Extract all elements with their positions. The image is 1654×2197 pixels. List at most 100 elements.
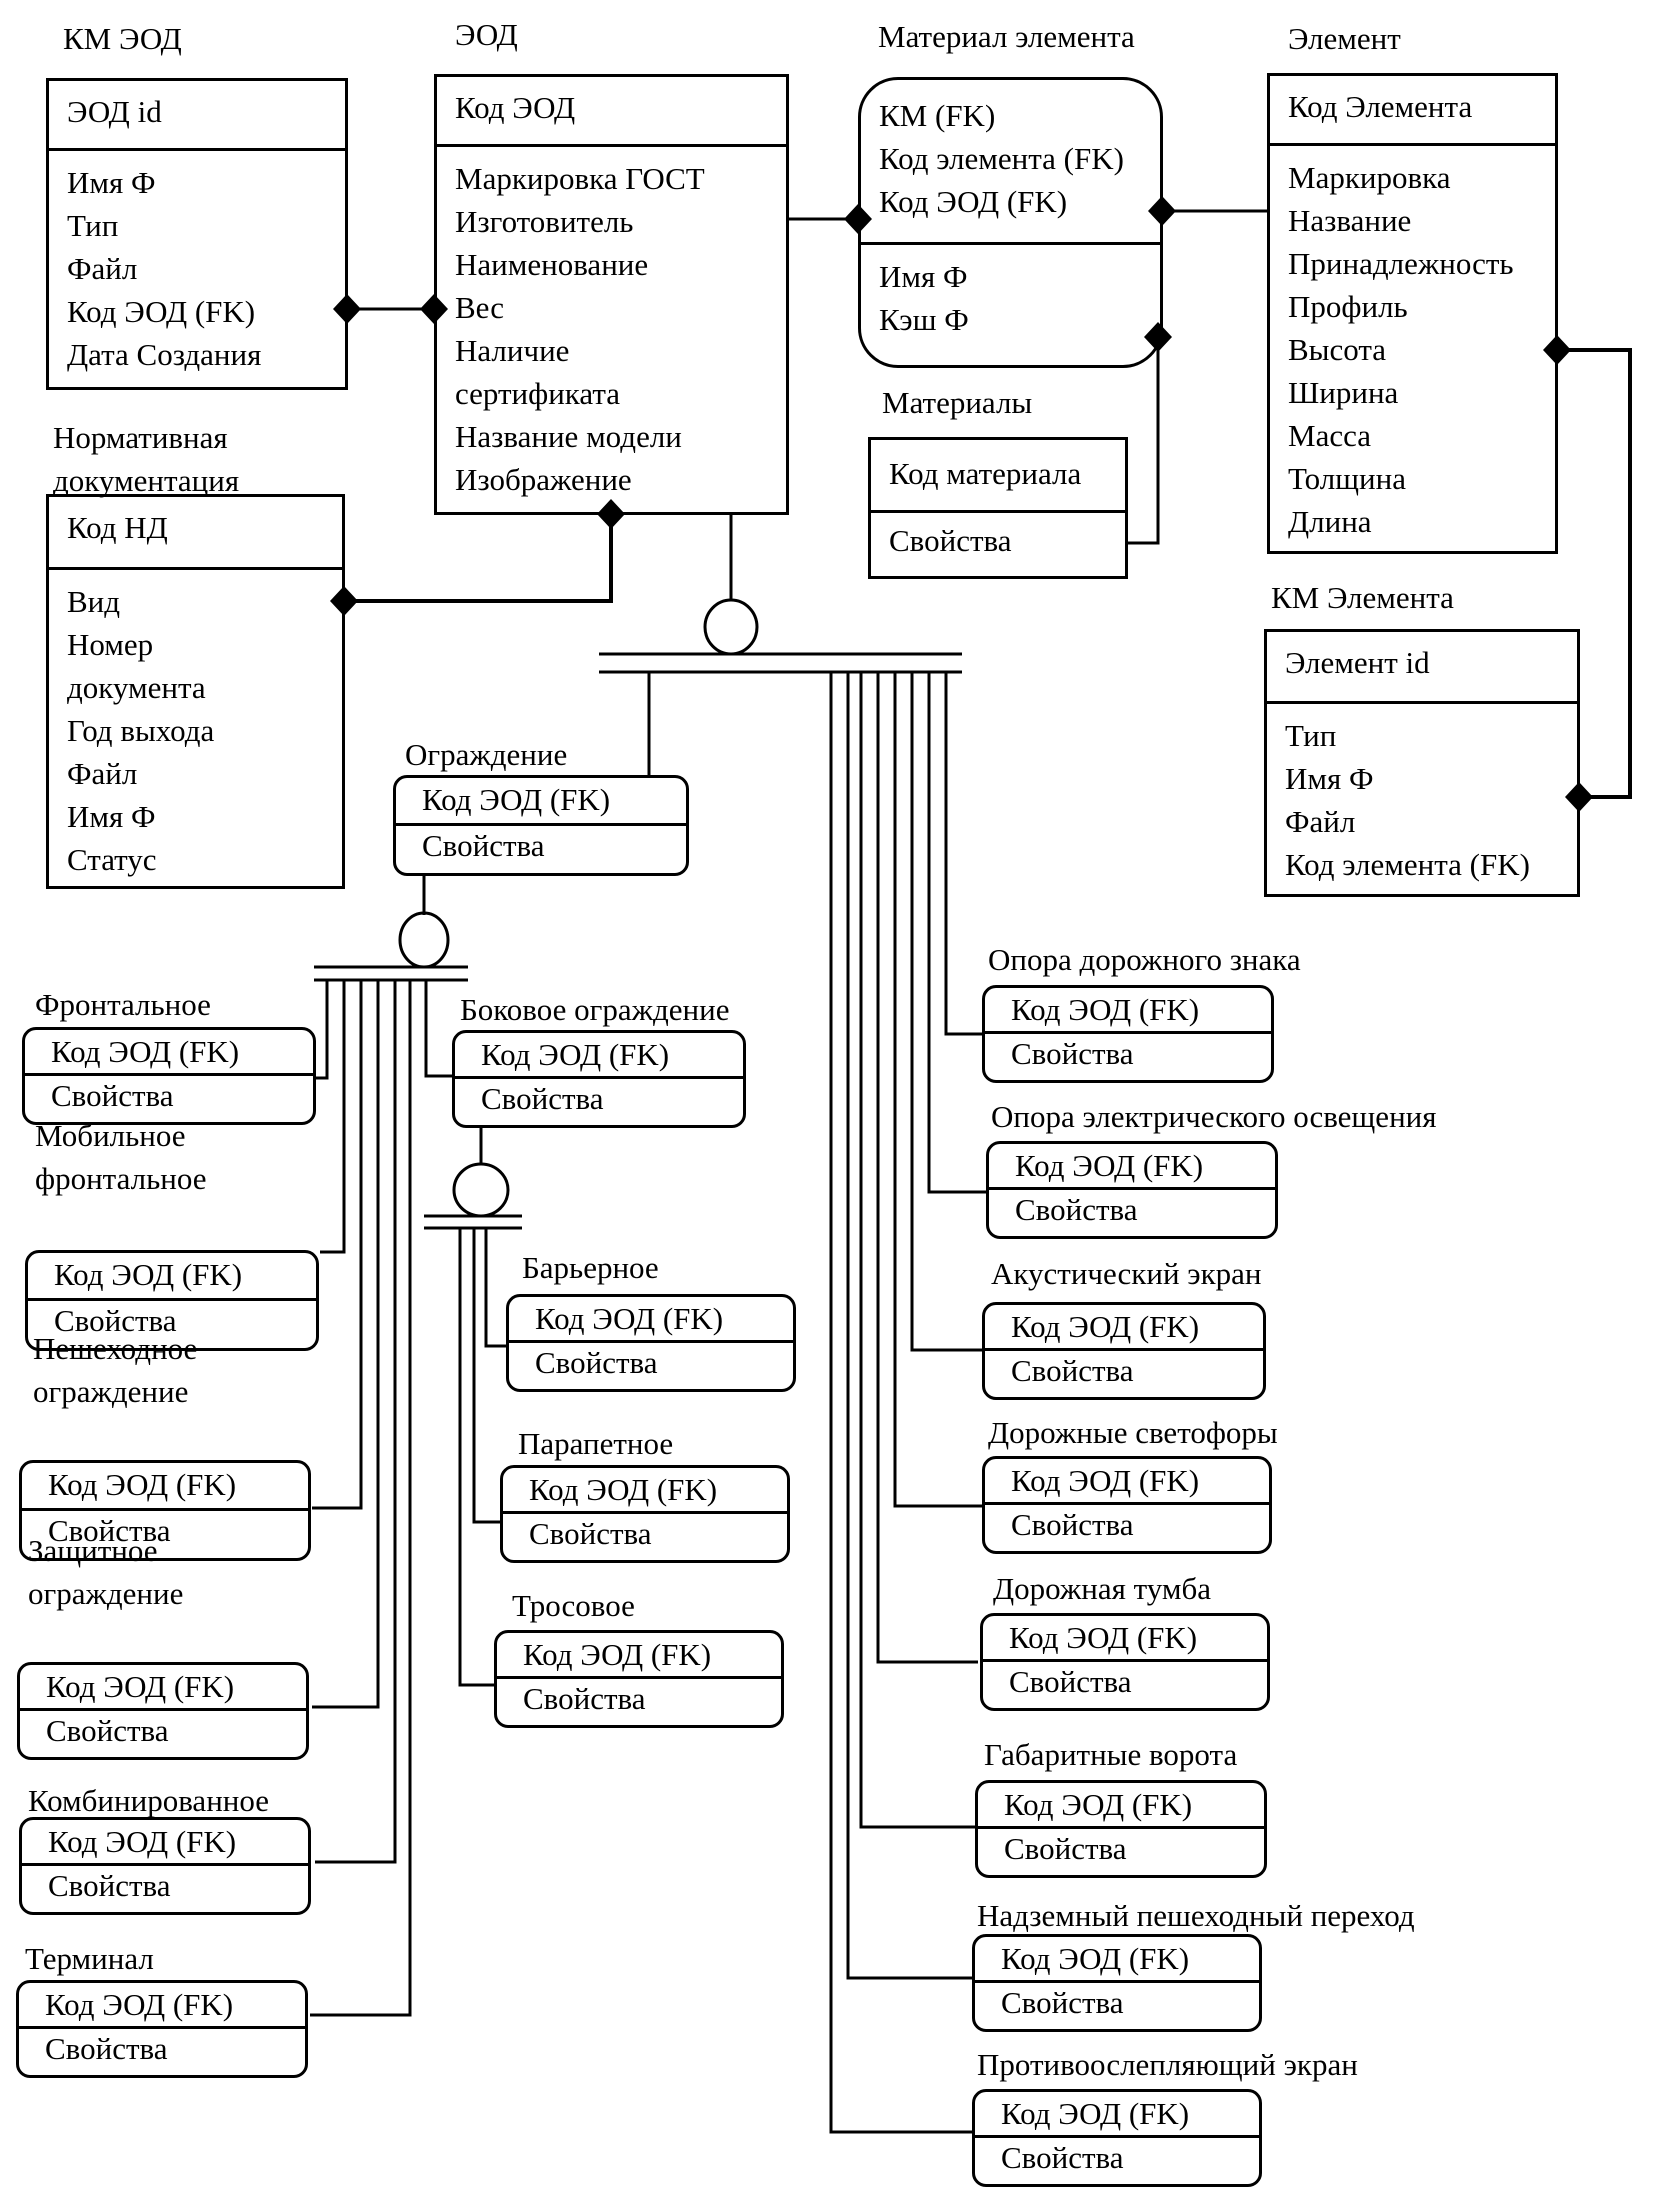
entity-attributes: Маркировка Название Принадлежность Профи… <box>1270 146 1555 543</box>
attribute: Имя Ф <box>67 165 156 200</box>
subtype-title-kombinirovannoe: Комбинированное <box>28 1779 269 1822</box>
subtype-title-perehod: Надземный пешеходный переход <box>977 1894 1415 1937</box>
title-line: Ограждение <box>405 737 568 772</box>
attribute: Имя Ф <box>67 799 156 834</box>
subtype-entity-terminal[interactable]: Код ЭОД (FK)Свойства <box>16 1980 308 2078</box>
entity-key: КМ (FK) Код элемента (FK) Код ЭОД (FK) <box>861 80 1160 245</box>
entity-material-element[interactable]: КМ (FK) Код элемента (FK) Код ЭОД (FK) И… <box>858 77 1163 368</box>
relation-nd-eod <box>344 514 613 603</box>
subtype-entity-opora_osv[interactable]: Код ЭОД (FK)Свойства <box>986 1141 1278 1239</box>
entity-key: Код ЭОД (FK) <box>396 778 686 826</box>
entity-key: Код ЭОД (FK) <box>509 1297 793 1343</box>
entity-key: Код Элемента <box>1270 76 1555 146</box>
title-line: Дорожные светофоры <box>988 1415 1278 1450</box>
attribute: Изображение <box>455 462 632 497</box>
entity-key: ЭОД id <box>49 81 345 151</box>
entity-attributes: Вид Номер документа Год выхода Файл Имя … <box>49 570 342 881</box>
attribute: Статус <box>67 842 157 877</box>
title-line: Боковое ограждение <box>460 992 730 1027</box>
entity-key: Код материала <box>871 440 1125 513</box>
title-line: Опора электрического освещения <box>991 1099 1437 1134</box>
subtype-entity-peshehodnoe[interactable]: Код ЭОД (FK)Свойства <box>19 1460 311 1561</box>
subtype-entity-frontalnoe[interactable]: Код ЭОД (FK)Свойства <box>22 1027 316 1125</box>
title-line: Габаритные ворота <box>984 1737 1238 1772</box>
subtype-title-tumba: Дорожная тумба <box>993 1567 1211 1610</box>
attribute: Толщина <box>1288 461 1406 496</box>
attribute: Свойства <box>54 1302 177 1338</box>
attribute: Тип <box>1285 718 1337 753</box>
entity-km-eod[interactable]: ЭОД id Имя Ф Тип Файл Код ЭОД (FK) Дата … <box>46 78 348 390</box>
attribute: Дата Создания <box>67 337 262 372</box>
subtype-title-vorota: Габаритные ворота <box>984 1733 1237 1776</box>
subtype-entity-akust[interactable]: Код ЭОД (FK)Свойства <box>982 1302 1266 1400</box>
attribute: Свойства <box>1011 1036 1134 1071</box>
subtype-entity-parapetnoe[interactable]: Код ЭОД (FK)Свойства <box>500 1465 790 1563</box>
entity-key: Код ЭОД (FK) <box>455 1033 743 1079</box>
subtype-entity-trosovoe[interactable]: Код ЭОД (FK)Свойства <box>494 1630 784 1728</box>
entity-materials[interactable]: Код материала Свойства <box>868 437 1128 579</box>
attribute: Название <box>1288 203 1412 238</box>
attribute: Маркировка ГОСТ <box>455 161 705 196</box>
attribute: Изготовитель <box>455 204 634 239</box>
attribute: Свойства <box>1011 1353 1134 1388</box>
relation-material-materials <box>1127 337 1160 545</box>
title-line: Противоослепляющий экран <box>977 2047 1358 2082</box>
subtype-entity-mobilnoe[interactable]: Код ЭОД (FK)Свойства <box>25 1250 319 1351</box>
entity-eod[interactable]: Код ЭОД Маркировка ГОСТ Изготовитель Наи… <box>434 74 789 515</box>
entity-attributes: Имя Ф Кэш Ф <box>861 245 1160 341</box>
attribute: Свойства <box>1009 1664 1132 1699</box>
subtype-title-opora_znaka: Опора дорожного знака <box>988 938 1301 981</box>
subtype-entity-zashchitnoe[interactable]: Код ЭОД (FK)Свойства <box>17 1662 309 1760</box>
subtype-entity-ograzhdenie[interactable]: Код ЭОД (FK)Свойства <box>393 775 689 876</box>
entity-attributes: Маркировка ГОСТ Изготовитель Наименовани… <box>437 147 786 501</box>
attribute: Вид <box>67 584 121 619</box>
attribute: Год выхода <box>67 713 215 748</box>
title-line: Мобильное <box>35 1118 186 1153</box>
entity-key: Код ЭОД (FK) <box>983 1616 1267 1662</box>
title-line: Барьерное <box>522 1250 659 1285</box>
title-line: документация <box>53 463 240 498</box>
subtype-entity-svetofory[interactable]: Код ЭОД (FK)Свойства <box>982 1456 1272 1554</box>
attribute: сертификата <box>455 376 621 411</box>
subtype-title-frontalnoe: Фронтальное <box>35 983 211 1026</box>
subtype-entity-opora_znaka[interactable]: Код ЭОД (FK)Свойства <box>982 985 1274 1083</box>
subtype-title-terminal: Терминал <box>25 1937 154 1980</box>
entity-key: Код ЭОД <box>437 77 786 147</box>
attribute: Маркировка <box>1288 160 1451 195</box>
subtype-entity-bokovoe[interactable]: Код ЭОД (FK)Свойства <box>452 1030 746 1128</box>
entity-key: Код ЭОД (FK) <box>978 1783 1264 1829</box>
entity-key: Код ЭОД (FK) <box>989 1144 1275 1190</box>
subtype-entity-vorota[interactable]: Код ЭОД (FK)Свойства <box>975 1780 1267 1878</box>
entity-key: Код ЭОД (FK) <box>497 1633 781 1679</box>
title-line: Пешеходное <box>33 1331 198 1366</box>
entity-title-km-eod: КМ ЭОД <box>63 21 182 56</box>
title-line: Фронтальное <box>35 987 211 1022</box>
attribute: Тип <box>67 208 119 243</box>
subtype-entity-tumba[interactable]: Код ЭОД (FK)Свойства <box>980 1613 1270 1711</box>
attribute: Свойства <box>1001 2140 1124 2175</box>
attribute: документа <box>67 670 206 705</box>
entity-nd[interactable]: Код НД Вид Номер документа Год выхода Фа… <box>46 494 345 889</box>
attribute: Свойства <box>481 1081 604 1116</box>
attribute: Название модели <box>455 419 682 454</box>
attribute: Длина <box>1288 504 1372 539</box>
entity-attributes: Имя Ф Тип Файл Код ЭОД (FK) Дата Создани… <box>49 151 345 376</box>
title-line: Терминал <box>25 1941 154 1976</box>
attribute: Наличие <box>455 333 570 368</box>
entity-key: Код ЭОД (FK) <box>503 1468 787 1514</box>
attribute: Наименование <box>455 247 649 282</box>
title-line: Защитное <box>28 1533 158 1568</box>
subtype-title-barernoe: Барьерное <box>522 1246 659 1289</box>
subtype-entity-kombinirovannoe[interactable]: Код ЭОД (FK)Свойства <box>19 1817 311 1915</box>
attribute: Свойства <box>422 827 545 863</box>
subtype-title-ograzhdenie: Ограждение <box>405 733 567 776</box>
relation-element-kmelement <box>1557 348 1632 799</box>
subtype-entity-perehod[interactable]: Код ЭОД (FK)Свойства <box>972 1934 1262 2032</box>
subtype-entity-protivo[interactable]: Код ЭОД (FK)Свойства <box>972 2089 1262 2187</box>
entity-km-element[interactable]: Элемент id Тип Имя Ф Файл Код элемента (… <box>1264 629 1580 897</box>
attribute: Код элемента (FK) <box>1285 847 1530 882</box>
subtype-entity-barernoe[interactable]: Код ЭОД (FK)Свойства <box>506 1294 796 1392</box>
entity-key: Код ЭОД (FK) <box>985 1305 1263 1351</box>
entity-element[interactable]: Код Элемента Маркировка Название Принадл… <box>1267 73 1558 554</box>
